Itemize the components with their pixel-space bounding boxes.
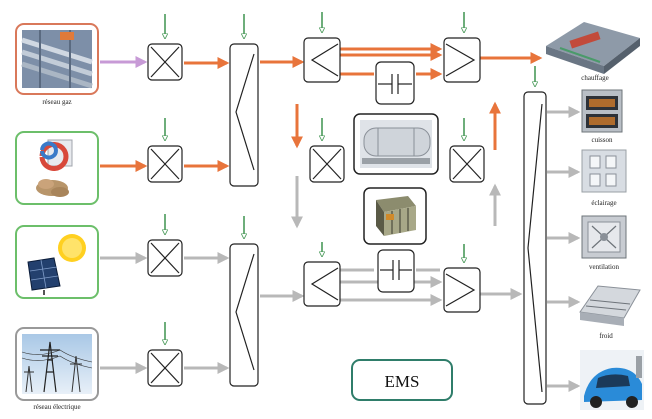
gas-source-label: réseau gaz xyxy=(42,98,71,106)
fan-photo xyxy=(582,216,626,258)
gas-pipes-photo xyxy=(22,30,92,88)
heat-storage xyxy=(354,114,438,174)
storage-tank-photo xyxy=(360,120,432,168)
storage-links xyxy=(376,62,414,292)
battery-storage xyxy=(364,188,426,244)
battery-stack-photo xyxy=(376,196,416,236)
grid-source-label: réseau électrique xyxy=(33,403,80,411)
ems-label: EMS xyxy=(385,372,420,391)
load-ev xyxy=(580,350,644,410)
biomass-source xyxy=(16,132,98,204)
grid-source xyxy=(16,328,98,400)
load-heating: chauffage xyxy=(546,22,640,82)
load-cooking: cuisson xyxy=(582,90,622,144)
chiller-photo xyxy=(580,286,640,326)
load-lighting-label: éclairage xyxy=(591,199,616,207)
load-cooking-label: cuisson xyxy=(592,136,614,144)
building-photo xyxy=(546,22,640,74)
gas-source xyxy=(16,24,98,94)
light-fixture-photo xyxy=(582,150,626,192)
load-heating-label: chauffage xyxy=(581,74,608,82)
pylons-photo xyxy=(22,334,92,394)
load-lighting: éclairage xyxy=(582,150,626,207)
solar-source xyxy=(16,226,98,298)
converters xyxy=(148,44,484,386)
load-ventilation-label: ventilation xyxy=(589,263,619,271)
load-cold: froid xyxy=(580,286,640,340)
ems-box: EMS xyxy=(352,360,452,400)
load-ventilation: ventilation xyxy=(582,216,626,271)
load-cold-label: froid xyxy=(599,332,613,340)
oven-photo xyxy=(582,90,622,132)
electric-car-photo xyxy=(580,350,644,410)
